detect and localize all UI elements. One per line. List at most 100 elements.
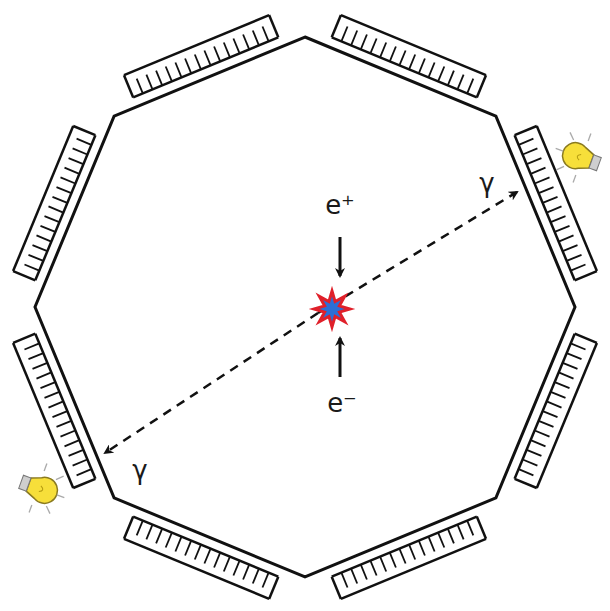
- detector-stroke: [146, 525, 152, 540]
- detector-stroke: [563, 363, 578, 369]
- detector-stroke: [166, 533, 172, 548]
- detector-stroke: [575, 271, 597, 280]
- detector-stroke: [571, 343, 586, 349]
- detector-stroke: [341, 15, 486, 75]
- detector-stroke: [390, 553, 396, 568]
- detector-stroke: [429, 63, 435, 78]
- detector-stroke: [332, 517, 477, 577]
- detector-stroke: [124, 75, 133, 97]
- light-bulb: [12, 457, 73, 522]
- detector-stroke: [539, 187, 554, 193]
- detector-stroke: [45, 216, 60, 222]
- detector-stroke: [204, 549, 210, 564]
- detector-stroke: [515, 126, 537, 135]
- detector-stroke: [567, 255, 582, 261]
- detector-stroke: [543, 411, 558, 417]
- detector-stroke: [419, 59, 425, 74]
- detector-stroke: [175, 537, 181, 552]
- detector-stroke: [185, 59, 191, 74]
- electron-arrow: [339, 338, 342, 377]
- detector-stroke: [53, 197, 68, 203]
- detector-stroke: [458, 75, 464, 90]
- detector-stroke: [332, 15, 341, 37]
- detector-stroke: [33, 363, 48, 369]
- detector-stroke: [551, 216, 566, 222]
- detector-stroke: [555, 226, 570, 232]
- detector-stroke: [537, 343, 597, 488]
- detector-stroke: [370, 39, 376, 54]
- detector-stroke: [559, 235, 574, 241]
- detector-stroke: [41, 382, 56, 388]
- detector-stroke: [29, 353, 44, 359]
- detector-stroke: [399, 51, 405, 66]
- detector-stroke: [332, 577, 341, 599]
- detector-stroke: [25, 343, 40, 349]
- detector-stroke: [214, 47, 220, 62]
- detector-stroke: [399, 549, 405, 564]
- detector-stroke: [243, 565, 249, 580]
- detector-stroke: [243, 35, 249, 50]
- detector-stroke: [25, 265, 40, 271]
- detector-stroke: [13, 271, 35, 280]
- positron-arrow: [339, 237, 342, 276]
- detector-stroke: [341, 27, 347, 42]
- detector-stroke: [523, 460, 538, 466]
- detector-stroke: [535, 431, 550, 437]
- detector-stroke: [409, 545, 415, 560]
- detector-stroke: [124, 517, 133, 539]
- detector-stroke: [69, 450, 84, 456]
- detector-ring: [35, 37, 575, 577]
- detector-stroke: [65, 440, 80, 446]
- detector-stroke: [361, 565, 367, 580]
- gamma-track: [105, 313, 318, 453]
- detector-stroke: [551, 392, 566, 398]
- detector-stroke: [195, 55, 201, 70]
- detector-stroke: [341, 539, 486, 599]
- detector-stroke: [73, 148, 88, 154]
- detector-stroke: [253, 31, 259, 46]
- detector-stroke: [467, 79, 473, 94]
- gamma-track: [318, 192, 517, 313]
- detector-stroke: [137, 521, 143, 536]
- detector-stroke: [531, 168, 546, 174]
- detector-stroke: [61, 431, 76, 437]
- detector-stroke: [332, 37, 477, 97]
- detector-stroke: [527, 158, 542, 164]
- detector-stroke: [519, 469, 534, 475]
- detector-stroke: [531, 440, 546, 446]
- detector-stroke: [29, 255, 44, 261]
- detector-stroke: [567, 353, 582, 359]
- detector-stroke: [35, 334, 95, 479]
- detector-stroke: [467, 521, 473, 536]
- detector-stroke: [269, 15, 278, 37]
- detector-stroke: [73, 460, 88, 466]
- detector-stroke: [269, 577, 278, 599]
- annihilation-burst: [314, 291, 350, 327]
- detector-stroke: [214, 553, 220, 568]
- detector-stroke: [69, 158, 84, 164]
- detector-stroke: [166, 67, 172, 82]
- detector-stroke: [559, 372, 574, 378]
- detector-stroke: [41, 226, 56, 232]
- detector-stroke: [13, 343, 73, 488]
- detector-stroke: [419, 541, 425, 556]
- detector-stroke: [448, 71, 454, 86]
- detector-stroke: [341, 573, 347, 588]
- detector-stroke: [77, 469, 92, 475]
- detector-stroke: [351, 31, 357, 46]
- detector-stroke: [77, 139, 92, 145]
- detector-stroke: [53, 411, 68, 417]
- detector-stroke: [477, 517, 486, 539]
- detector-stroke: [175, 63, 181, 78]
- detector-stroke: [575, 334, 597, 343]
- detector-stroke: [124, 15, 269, 75]
- detector-stroke: [156, 71, 162, 86]
- detector-stroke: [380, 557, 386, 572]
- detector-stroke: [253, 569, 259, 584]
- detector-stroke: [458, 525, 464, 540]
- photon-label: γ: [132, 457, 147, 483]
- detector-stroke: [13, 334, 35, 343]
- detector-stroke: [224, 557, 230, 572]
- detector-stroke: [547, 401, 562, 407]
